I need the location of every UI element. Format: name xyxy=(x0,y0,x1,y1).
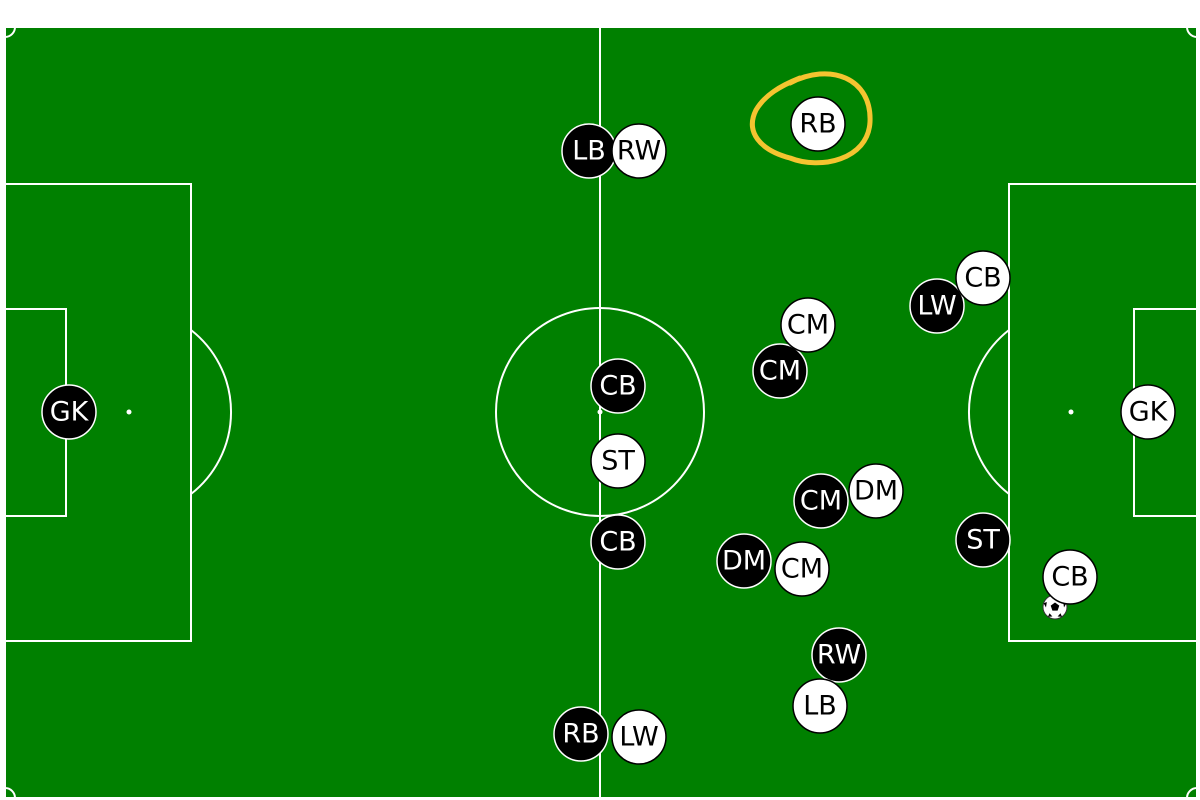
player-label: CB xyxy=(599,527,636,558)
player-marker xyxy=(780,297,836,353)
player-label: CM xyxy=(787,310,829,341)
player-marker xyxy=(792,678,848,734)
player-marker xyxy=(716,533,772,589)
player-l-cm1: CM xyxy=(780,297,836,353)
player-marker xyxy=(590,514,646,570)
player-label: CB xyxy=(599,371,636,402)
player-d-lb: LB xyxy=(561,123,617,179)
player-label: CB xyxy=(1051,562,1088,593)
player-marker xyxy=(811,627,867,683)
player-marker xyxy=(590,433,646,489)
player-d-cb2: CB xyxy=(590,514,646,570)
player-d-gk: GK xyxy=(41,384,97,440)
player-label: LB xyxy=(572,136,606,167)
player-label: CM xyxy=(759,356,801,387)
player-label: RW xyxy=(817,640,861,671)
player-l-lw: LW xyxy=(611,709,667,765)
player-marker xyxy=(1120,384,1176,440)
player-marker xyxy=(752,343,808,399)
highlight-ring xyxy=(749,71,873,166)
player-label: LW xyxy=(619,722,658,753)
player-marker xyxy=(790,96,846,152)
player-d-lw: LW xyxy=(909,278,965,334)
player-l-rb: RB xyxy=(790,96,846,152)
player-label: RW xyxy=(617,136,661,167)
player-label: GK xyxy=(50,397,90,428)
player-l-st: ST xyxy=(590,433,646,489)
player-marker xyxy=(955,250,1011,306)
player-d-cm2: CM xyxy=(793,473,849,529)
player-l-gk: GK xyxy=(1120,384,1176,440)
player-label: DM xyxy=(722,546,766,577)
player-l-lb: LB xyxy=(792,678,848,734)
player-marker xyxy=(848,463,904,519)
corner-arc-top-left xyxy=(4,26,16,38)
corner-arc-bottom-right xyxy=(1186,787,1198,799)
players-layer: GK LB CB CB RB CM CM DM LW ST RW GK RB RW CB CM ST DM CM CB… xyxy=(41,96,1176,765)
player-label: ST xyxy=(966,525,1000,556)
player-d-rb: RB xyxy=(553,706,609,762)
player-marker xyxy=(793,473,849,529)
player-l-cm2: CM xyxy=(774,541,830,597)
player-marker xyxy=(553,706,609,762)
left-penalty-spot xyxy=(126,409,132,415)
corner-arc-top-right xyxy=(1186,26,1198,38)
player-marker xyxy=(955,512,1011,568)
player-marker xyxy=(1042,549,1098,605)
player-l-dm: DM xyxy=(848,463,904,519)
player-label: CM xyxy=(800,486,842,517)
player-label: LW xyxy=(917,291,956,322)
left-penalty-arc xyxy=(190,329,232,495)
player-label: LB xyxy=(803,691,837,722)
player-l-cb1: CB xyxy=(955,250,1011,306)
player-label: DM xyxy=(854,476,898,507)
player-label: GK xyxy=(1129,397,1169,428)
center-spot xyxy=(597,409,603,415)
player-label: RB xyxy=(562,719,599,750)
corner-arc-bottom-left xyxy=(4,787,16,799)
player-marker xyxy=(41,384,97,440)
player-marker xyxy=(611,123,667,179)
right-penalty-spot xyxy=(1068,409,1074,415)
player-l-cb2: CB xyxy=(1042,549,1098,605)
player-label: CM xyxy=(781,554,823,585)
right-penalty-arc xyxy=(968,329,1010,495)
player-marker xyxy=(774,541,830,597)
center-circle xyxy=(495,307,705,517)
player-label: RB xyxy=(799,109,836,140)
player-label: CB xyxy=(964,263,1001,294)
player-l-rw: RW xyxy=(611,123,667,179)
player-d-st: ST xyxy=(955,512,1011,568)
player-marker xyxy=(590,358,646,414)
player-marker xyxy=(611,709,667,765)
player-d-dm: DM xyxy=(716,533,772,589)
player-label: ST xyxy=(601,446,635,477)
player-marker xyxy=(909,278,965,334)
player-d-rw: RW xyxy=(811,627,867,683)
player-d-cm1: CM xyxy=(752,343,808,399)
player-d-cb1: CB xyxy=(590,358,646,414)
